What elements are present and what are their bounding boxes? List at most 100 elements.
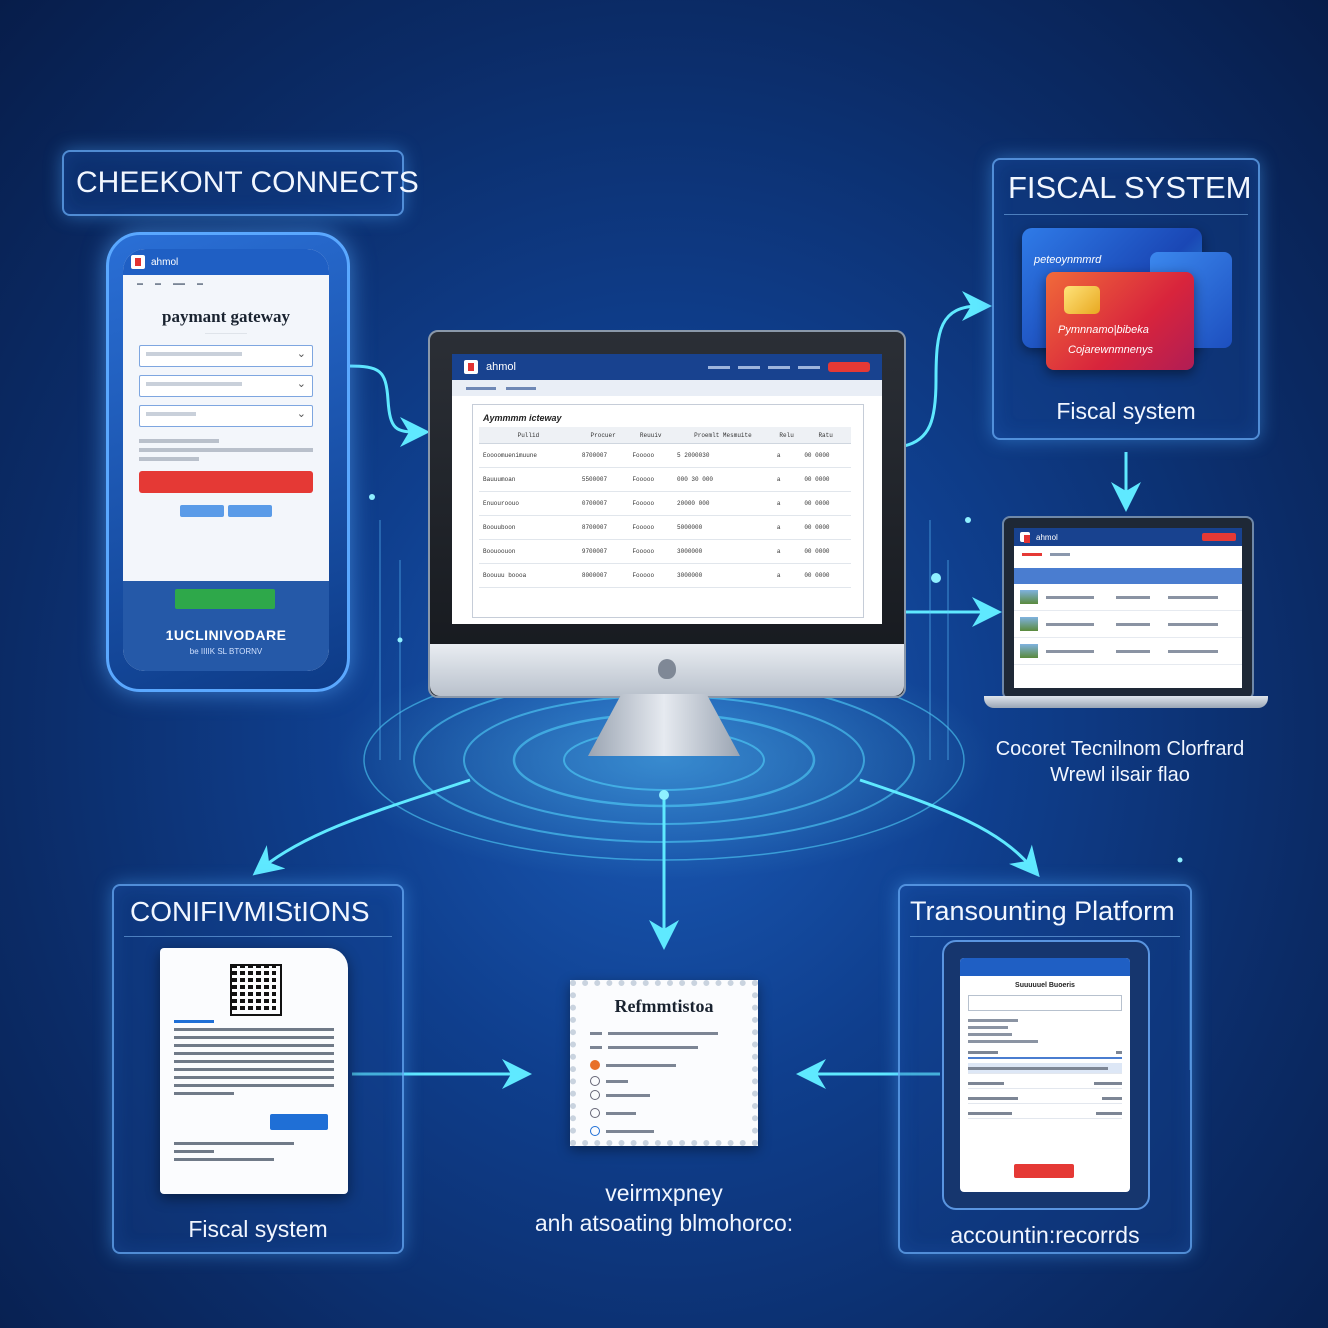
table-header-cell[interactable]: Procuer: [577, 427, 629, 444]
phone-text-lines: [139, 439, 313, 461]
table-cell: 0700007: [577, 491, 629, 516]
table-cell: a: [772, 491, 801, 516]
table-cell: 00 0000: [800, 491, 851, 516]
tablet-screen: Suuuuuel Buoeris: [960, 958, 1130, 1192]
confirmations-title: CONIFIVMIStIONS: [130, 896, 370, 927]
laptop-header: ahmol: [1014, 528, 1242, 546]
table-header-cell[interactable]: Pullid: [479, 427, 578, 444]
laptop-device: ahmol: [1002, 516, 1254, 700]
laptop-caption-line2: Wrewl ilsair flao: [1050, 764, 1190, 786]
phone-select-1[interactable]: [139, 345, 313, 367]
table-row: [1014, 584, 1242, 611]
table-cell: 00 0000: [800, 563, 851, 588]
laptop-table-header: [1014, 568, 1242, 584]
table-cell: Bauuumoan: [479, 467, 578, 492]
table-cell: a: [772, 443, 801, 468]
receipt-text: [174, 1020, 334, 1100]
list-item: [968, 1063, 1122, 1074]
refund-step-icon: [590, 1108, 600, 1118]
phone-subtitle: ·····················: [205, 331, 247, 337]
table-row: [1014, 638, 1242, 665]
table-cell: Enuouroouo: [479, 491, 578, 516]
table-cell: Fooooo: [628, 467, 674, 492]
table-header-cell[interactable]: Reuuiv: [628, 427, 674, 444]
arrow-to-transounting: [859, 778, 1040, 878]
table-cell: 5000000: [673, 515, 773, 540]
laptop-header-button[interactable]: [1202, 533, 1236, 541]
phone-nav[interactable]: ▬▬▬▬▬: [137, 281, 203, 287]
table-cell: 00 0000: [800, 443, 851, 468]
connects-panel: CHEEKONT CONNECTS: [62, 150, 419, 216]
tablet-device: Suuuuuel Buoeris: [942, 940, 1150, 1210]
table-cell: Fooooo: [628, 443, 674, 468]
laptop-brand: ahmol: [1036, 532, 1058, 542]
refund-title: Refmmtistoa: [614, 996, 714, 1016]
transounting-title: Transounting Platform: [910, 896, 1175, 926]
table-cell: Boouuu boooa: [479, 563, 578, 588]
receipt-button[interactable]: [270, 1114, 328, 1130]
table-cell: a: [772, 539, 801, 564]
table-cell: Fooooo: [628, 515, 674, 540]
table-cell: 8700007: [577, 515, 629, 540]
refund-status-icon: [590, 1060, 600, 1070]
table-cell: a: [772, 515, 801, 540]
table-cell: 00 0000: [800, 515, 851, 540]
list-item: [968, 1108, 1122, 1119]
table-cell: a: [772, 563, 801, 588]
table-cell: Eoooomuenimuune: [479, 443, 578, 468]
fiscal-receipt: [160, 948, 348, 1194]
transounting-caption: accountin:recorrds: [950, 1222, 1140, 1248]
brand-logo-icon: [1020, 532, 1030, 543]
list-item: [968, 1047, 1122, 1059]
refund-step-icon: [590, 1090, 600, 1100]
monitor-header: ahmol: [452, 354, 882, 380]
arrow-monitor-to-fiscal: [903, 291, 992, 448]
table-cell: 20000 000: [673, 491, 773, 516]
refund-caption-line2: anh atsoating blmohorco:: [534, 1210, 794, 1236]
refund-caption-line1: veirmxpney: [605, 1180, 723, 1206]
laptop-tabs[interactable]: [1014, 546, 1242, 562]
list-item: [968, 1078, 1122, 1089]
table-cell: 8000007: [577, 563, 629, 588]
tablet-header: [960, 958, 1130, 976]
phone-confirm-button[interactable]: [175, 589, 275, 609]
table-cell: Fooooo: [628, 563, 674, 588]
laptop-screen: ahmol: [1014, 528, 1242, 688]
card-chip-icon: [1064, 286, 1100, 314]
phone-secondary-buttons[interactable]: [123, 505, 329, 517]
phone-title: paymant gateway: [162, 307, 290, 326]
table-row: [1014, 611, 1242, 638]
arrow-phone-to-monitor: [347, 364, 430, 447]
tablet-search-input[interactable]: [968, 995, 1122, 1011]
table-cell: Boouoouon: [479, 539, 578, 564]
table-cell: Fooooo: [628, 539, 674, 564]
phone-pay-button[interactable]: [139, 471, 313, 493]
monitor-nav[interactable]: [708, 365, 820, 369]
table-header-cell[interactable]: Proemlt Mesmuite: [673, 427, 773, 444]
table-header-cell[interactable]: Relu: [772, 427, 801, 444]
fiscal-system-caption: Fiscal system: [1056, 398, 1196, 424]
phone-footer-sub: be IIIIK SL BTORNV: [189, 647, 263, 656]
phone-select-3[interactable]: [139, 405, 313, 427]
table-cell: Fooooo: [628, 491, 674, 516]
table-cell: Boouuboon: [479, 515, 578, 540]
table-cell: 00 0000: [800, 467, 851, 492]
phone-brand: ahmol: [151, 256, 179, 268]
table-cell: 000 30 000: [673, 467, 773, 492]
list-item: [968, 1093, 1122, 1104]
phone-select-2[interactable]: [139, 375, 313, 397]
table-cell: 3000000: [673, 539, 773, 564]
tablet-submit-button[interactable]: [1014, 1164, 1074, 1178]
monitor-subnav[interactable]: [452, 380, 882, 396]
table-header-cell[interactable]: Ratu: [800, 427, 851, 444]
monitor-header-button[interactable]: [828, 362, 870, 372]
